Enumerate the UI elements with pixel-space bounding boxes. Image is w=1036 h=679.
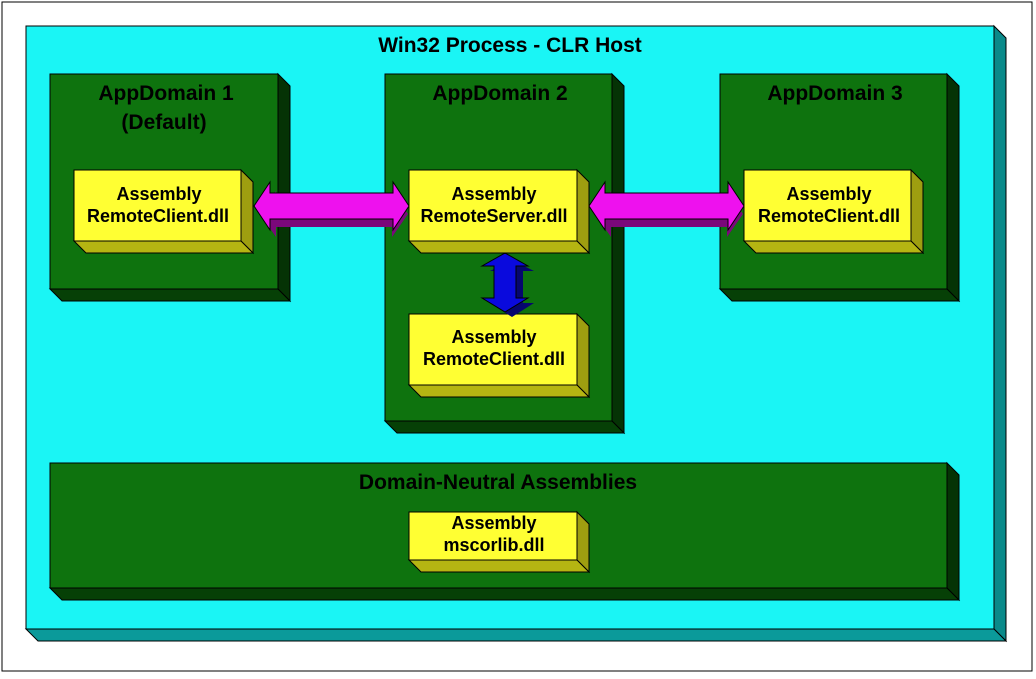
assembly-label: Assembly <box>451 184 536 204</box>
assembly-mscorlib: Assembly mscorlib.dll <box>407 510 591 574</box>
assembly-remoteclient-appdomain3: Assembly RemoteClient.dll <box>742 168 925 255</box>
appdomain-3-title: AppDomain 3 <box>767 82 902 105</box>
cross-domain-arrow-right <box>588 180 745 237</box>
appdomain-1-subtitle: (Default) <box>121 111 206 134</box>
in-domain-arrow <box>480 252 534 317</box>
assembly-remoteclient-appdomain2: Assembly RemoteClient.dll <box>407 312 591 399</box>
assembly-filename: RemoteServer.dll <box>420 206 567 226</box>
assembly-remoteserver-appdomain2: Assembly RemoteServer.dll <box>407 168 591 255</box>
appdomain-2-title: AppDomain 2 <box>432 82 567 105</box>
assembly-filename: mscorlib.dll <box>443 535 544 555</box>
domain-neutral-title: Domain-Neutral Assemblies <box>359 471 637 494</box>
assembly-label: Assembly <box>451 513 536 533</box>
process-title: Win32 Process - CLR Host <box>378 34 642 57</box>
appdomain-1-title: AppDomain 1 <box>98 82 234 105</box>
assembly-filename: RemoteClient.dll <box>87 206 229 226</box>
assembly-remoteclient-appdomain1: Assembly RemoteClient.dll <box>72 168 255 255</box>
cross-domain-arrow-left <box>253 180 410 237</box>
assembly-label: Assembly <box>786 184 871 204</box>
assembly-filename: RemoteClient.dll <box>423 349 565 369</box>
assembly-label: Assembly <box>116 184 201 204</box>
assembly-label: Assembly <box>451 327 536 347</box>
assembly-filename: RemoteClient.dll <box>758 206 900 226</box>
